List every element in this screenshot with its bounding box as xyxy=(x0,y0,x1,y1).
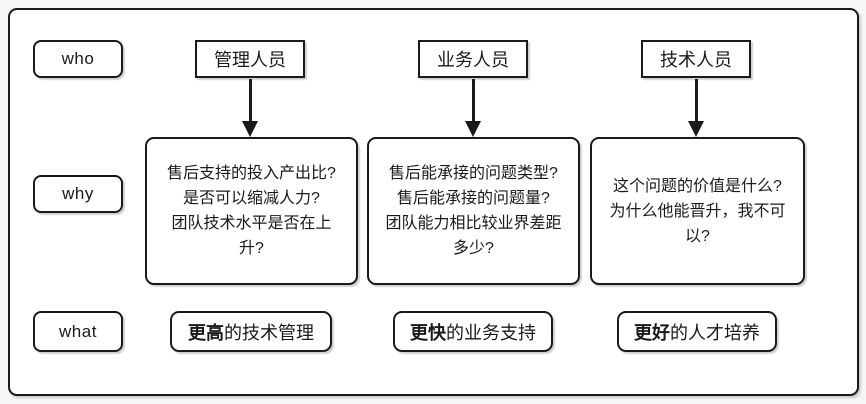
why-card-line: 团队能力相比较业界差距 xyxy=(385,215,562,232)
why-card-line: 售后能承接的问题量? xyxy=(397,190,550,207)
why-card-line: 售后支持的投入产出比? xyxy=(167,165,336,182)
who-box-technical: 技术人员 xyxy=(641,40,751,78)
why-card-line: 以? xyxy=(685,227,710,245)
what-box-text: 更好的人才培养 xyxy=(634,319,760,345)
why-card-line: 是否可以缩减人力? xyxy=(183,190,320,207)
row-label-why-text: why xyxy=(62,184,94,203)
why-card-line: 升? xyxy=(239,240,264,257)
row-label-what: what xyxy=(33,311,123,352)
what-box-text: 更高的技术管理 xyxy=(188,319,314,345)
arrow-shaft xyxy=(694,79,698,123)
who-box-management: 管理人员 xyxy=(195,40,305,78)
why-card-management: 售后支持的投入产出比? 是否可以缩减人力? 团队技术水平是否在上 升? xyxy=(145,137,358,285)
arrow-head-icon xyxy=(242,121,258,137)
who-box-management-text: 管理人员 xyxy=(214,50,286,70)
row-label-who: who xyxy=(33,40,123,78)
arrow-shaft xyxy=(248,79,252,123)
why-card-line: 多少? xyxy=(453,240,494,257)
why-card-line: 售后能承接的问题类型? xyxy=(389,165,558,182)
row-label-who-text: who xyxy=(61,49,95,68)
why-card-line: 团队技术水平是否在上 xyxy=(171,215,332,232)
who-box-business-text: 业务人员 xyxy=(437,50,509,70)
what-rest: 的技术管理 xyxy=(224,322,314,343)
what-emphasis: 更快 xyxy=(410,322,446,343)
arrow-head-icon xyxy=(688,121,704,137)
arrow-head-icon xyxy=(465,121,481,137)
why-card-line: 为什么他能晋升，我不可 xyxy=(609,202,786,220)
what-rest: 的人才培养 xyxy=(670,322,760,343)
why-card-technical: 这个问题的价值是什么? 为什么他能晋升，我不可 以? xyxy=(590,137,805,285)
what-box-text: 更快的业务支持 xyxy=(410,319,536,345)
arrow-down-connector-2 xyxy=(465,79,481,137)
why-card-line: 这个问题的价值是什么? xyxy=(613,177,782,195)
arrow-down-connector-1 xyxy=(242,79,258,137)
what-emphasis: 更高 xyxy=(188,322,224,343)
row-label-why: why xyxy=(33,175,123,213)
arrow-shaft xyxy=(471,79,475,123)
what-rest: 的业务支持 xyxy=(446,322,536,343)
what-box-business-support: 更快的业务支持 xyxy=(393,311,553,352)
who-box-business: 业务人员 xyxy=(418,40,528,78)
what-emphasis: 更好 xyxy=(634,322,670,343)
arrow-down-connector-3 xyxy=(688,79,704,137)
who-box-technical-text: 技术人员 xyxy=(660,50,732,70)
why-card-business: 售后能承接的问题类型? 售后能承接的问题量? 团队能力相比较业界差距 多少? xyxy=(367,137,580,285)
what-box-tech-management: 更高的技术管理 xyxy=(170,311,332,352)
row-label-what-text: what xyxy=(59,321,97,341)
what-box-talent-development: 更好的人才培养 xyxy=(617,311,777,352)
